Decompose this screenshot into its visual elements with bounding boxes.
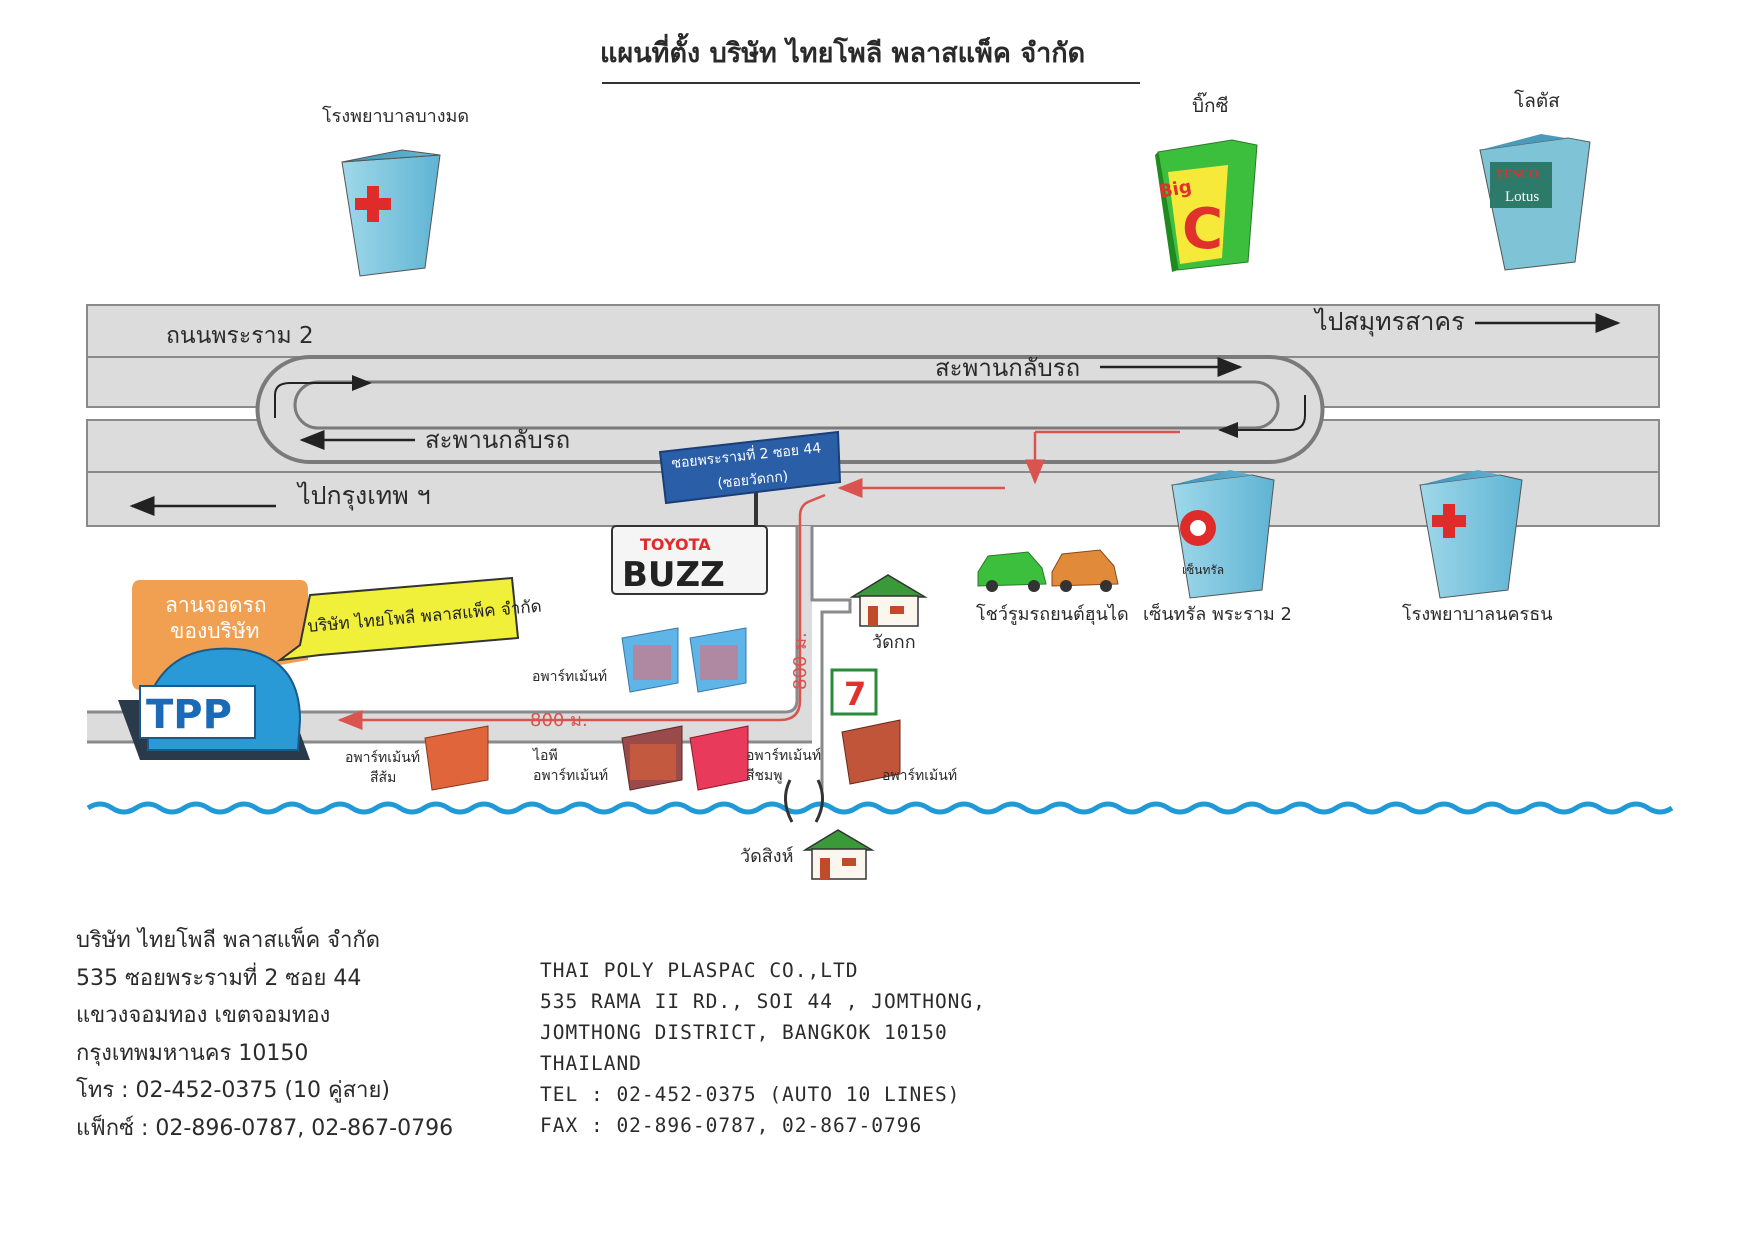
tpp-logo	[139, 685, 256, 739]
to-bangkok-label: ไปกรุงเทพ ฯ	[296, 481, 431, 511]
svg-text:7: 7	[844, 675, 866, 713]
wat-kok-label: วัดกก	[872, 632, 916, 653]
hospital-bangmod-building	[341, 149, 441, 277]
apartment-orange-label-1: อพาร์ทเม้นท์	[345, 749, 420, 766]
apartment-right-label: อพาร์ทเม้นท์	[882, 767, 957, 784]
address-th-phone: โทร : 02-452-0375 (10 คู่สาย)	[76, 1078, 390, 1103]
apartment-orange	[424, 725, 489, 791]
uturn-bridge-bottom-label: สะพานกลับรถ	[425, 426, 570, 454]
apartment-pink	[689, 725, 749, 791]
apartment-ip-label-2: อพาร์ทเม้นท์	[533, 767, 608, 784]
company-callout: บริษัท ไทยโพลี พลาสแพ็ค จำกัด	[276, 576, 542, 662]
wat-sing-temple	[802, 829, 875, 880]
central-label: เซ็นทรัล พระราม 2	[1143, 602, 1292, 625]
svg-text:ลานจอดรถ: ลานจอดรถ	[165, 593, 267, 617]
address-th-line: กรุงเทพมหานคร 10150	[76, 1040, 309, 1066]
river	[86, 801, 1674, 815]
apartment-blue-2	[689, 627, 747, 693]
rama2-road-label: ถนนพระราม 2	[166, 323, 314, 349]
apartment-label-top: อพาร์ทเม้นท์	[532, 668, 607, 685]
svg-text:Lotus: Lotus	[1505, 189, 1539, 205]
central-building: เซ็นทรัล	[1171, 470, 1275, 599]
address-en-fax: FAX : 02-896-0787, 02-867-0796	[540, 1114, 923, 1137]
apartment-pink-label-1: อพาร์ทเม้นท์	[746, 747, 821, 764]
soi-44-sign: ซอยพระรามที่ 2 ซอย 44 (ซอยวัดกก)	[658, 430, 842, 525]
svg-text:ของบริษัท: ของบริษัท	[170, 619, 260, 643]
distance-vertical-label: 800 ม.	[790, 632, 811, 690]
tesco-lotus-logo	[1490, 162, 1552, 208]
bigc-logo-c: C	[1182, 197, 1223, 262]
address-th-fax: แฟ็กซ์ : 02-896-0787, 02-867-0796	[76, 1115, 454, 1141]
apartment-blue-1	[621, 627, 679, 693]
address-en-line: JOMTHONG DISTRICT, BANGKOK 10150	[540, 1021, 948, 1044]
map-title: แผนที่ตั้ง บริษัท ไทยโพลี พลาสแพ็ค จำกัด	[600, 32, 1085, 69]
address-th-line: บริษัท ไทยโพลี พลาสแพ็ค จำกัด	[76, 928, 381, 953]
apartment-pink-label-2: สีชมพู	[746, 768, 783, 784]
address-en-line: 535 RAMA II RD., SOI 44 , JOMTHONG,	[540, 990, 986, 1013]
address-en-line: THAILAND	[540, 1052, 642, 1075]
address-thai: บริษัท ไทยโพลี พลาสแพ็ค จำกัด 535 ซอยพระ…	[76, 922, 453, 1147]
car-green-icon	[977, 551, 1047, 592]
car-orange-icon	[1051, 549, 1119, 592]
svg-text:(ซอยวัดกก): (ซอยวัดกก)	[717, 469, 789, 492]
rama2-road	[86, 304, 1660, 527]
lotus-building: TESCO Lotus	[1479, 134, 1591, 271]
wat-kok-temple	[849, 574, 928, 627]
address-th-line: 535 ซอยพระรามที่ 2 ซอย 44	[76, 965, 362, 991]
toyota-buzz-sign: TOYOTA BUZZ	[611, 525, 768, 595]
distance-horizontal-label: 800 ม.	[530, 710, 588, 731]
to-samut-sakhon-label: ไปสมุทรสาคร	[1313, 307, 1465, 337]
svg-text:เซ็นทรัล: เซ็นทรัล	[1182, 562, 1224, 577]
apartment-orange-label-2: สีส้ม	[370, 770, 396, 786]
route-to-company	[337, 430, 1180, 730]
bigc-label: บิ๊กซี	[1192, 92, 1229, 117]
address-en-line: THAI POLY PLASPAC CO.,LTD	[540, 959, 859, 982]
wat-sing-label: วัดสิงห์	[740, 846, 793, 867]
address-th-line: แขวงจอมทอง เขตจอมทอง	[76, 1003, 331, 1028]
tpp-building: TPP	[118, 647, 310, 760]
uturn-bridge-top-label: สะพานกลับรถ	[935, 354, 1080, 382]
svg-text:BUZZ: BUZZ	[622, 555, 725, 595]
svg-text:TPP: TPP	[146, 692, 232, 738]
apartment-ip-label-1: ไอพี	[532, 747, 558, 764]
hyundai-showroom-label: โชว์รูมรถยนต์ฮุนได	[976, 603, 1129, 625]
bigc-building: Big C	[1155, 139, 1258, 272]
address-english: THAI POLY PLASPAC CO.,LTD 535 RAMA II RD…	[540, 955, 986, 1141]
apartment-ip	[621, 725, 683, 791]
address-en-phone: TEL : 02-452-0375 (AUTO 10 LINES)	[540, 1083, 961, 1106]
footbridge	[784, 779, 824, 823]
apartment-right	[841, 719, 901, 785]
lotus-label: โลตัส	[1514, 89, 1560, 112]
hospital-nakhonthon-building	[1419, 470, 1523, 599]
svg-text:TESCO: TESCO	[1495, 166, 1539, 181]
hospital-nakhonthon-label: โรงพยาบาลนครธน	[1402, 603, 1553, 625]
seven-eleven-store: 7	[830, 668, 878, 716]
toyota-logo: TOYOTA	[640, 535, 711, 554]
hospital-bangmod-label: โรงพยาบาลบางมด	[322, 105, 469, 127]
